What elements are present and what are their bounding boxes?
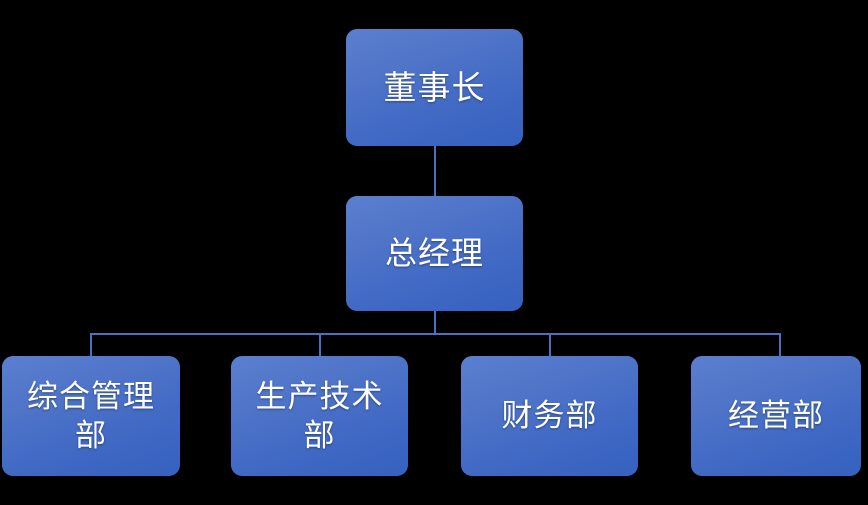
org-node-department-1[interactable]: 综合管理 部: [2, 356, 180, 476]
org-node-department-4-label: 经营部: [728, 398, 824, 434]
org-node-chairman-label: 董事长: [383, 68, 486, 106]
org-node-department-1-label: 综合管理 部: [27, 378, 155, 453]
connector-horizontal-bus: [91, 333, 781, 335]
org-node-department-2[interactable]: 生产技术 部: [231, 356, 408, 476]
connector-chairman-to-general-manager: [434, 146, 436, 196]
org-node-department-3[interactable]: 财务部: [461, 356, 638, 476]
connector-drop-department-1: [90, 333, 92, 356]
org-node-department-4[interactable]: 经营部: [691, 356, 861, 476]
org-node-chairman[interactable]: 董事长: [346, 29, 523, 146]
org-node-general-manager-label: 总经理: [384, 235, 484, 272]
connector-drop-department-4: [779, 333, 781, 356]
org-node-general-manager[interactable]: 总经理: [346, 196, 523, 311]
connector-drop-department-2: [319, 333, 321, 356]
org-node-department-2-label: 生产技术 部: [255, 378, 384, 453]
connector-general-manager-stem: [434, 311, 436, 334]
connector-drop-department-3: [549, 333, 551, 356]
org-node-department-3-label: 财务部: [501, 398, 598, 434]
